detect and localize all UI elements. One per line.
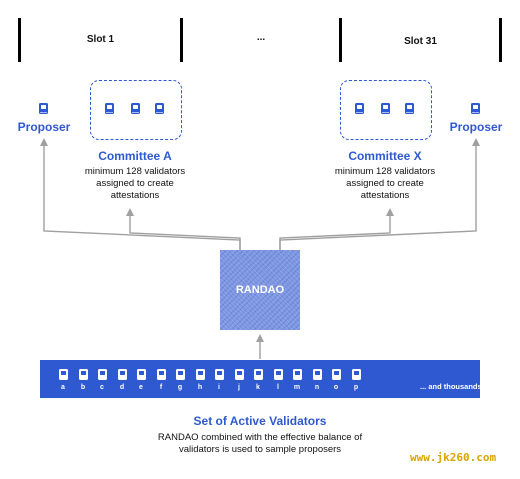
committee-x-validator-icon-2 <box>381 103 390 114</box>
committee-x-validator-icon-1 <box>355 103 364 114</box>
committee-x-description-line: assigned to create <box>346 178 424 189</box>
committee-a-box <box>90 80 182 140</box>
slot-31-right-divider <box>499 18 502 62</box>
validator-icon <box>332 369 341 380</box>
validator-icon <box>79 369 88 380</box>
left-proposer-validator-icon <box>39 103 48 114</box>
validator-label: p <box>353 384 359 391</box>
arrow-to-right-proposer <box>279 138 480 250</box>
arrow-to-committee-a <box>126 208 241 250</box>
validator-label: l <box>277 384 279 391</box>
validator-label: h <box>197 384 203 391</box>
active-validators-title: Set of Active Validators <box>193 414 327 428</box>
slot-31-left-divider <box>339 18 342 62</box>
committee-a-description: minimum 128 validators assigned to creat… <box>65 166 205 202</box>
footer-description-line: RANDAO combined with the effective balan… <box>157 432 363 443</box>
randao-box: RANDAO <box>220 250 300 330</box>
watermark: www.jk260.com <box>410 451 497 464</box>
validator-icon <box>98 369 107 380</box>
right-proposer-validator-icon <box>471 103 480 114</box>
validator-label: e <box>139 384 143 391</box>
validator-label: j <box>238 384 240 391</box>
validator-icon <box>274 369 283 380</box>
slot-31-label: Slot 31 <box>404 36 437 47</box>
validator-label: o <box>333 384 339 391</box>
validator-label: c <box>100 384 104 391</box>
validator-icon <box>176 369 185 380</box>
randao-label: RANDAO <box>235 284 285 296</box>
slot-1-right-divider <box>180 18 183 62</box>
slot-1-label: Slot 1 <box>86 34 115 45</box>
validator-icon <box>137 369 146 380</box>
slot-1-left-divider <box>18 18 21 62</box>
more-validators-text: ... and thousands more <box>420 382 503 391</box>
active-validators-description: RANDAO combined with the effective balan… <box>110 432 410 456</box>
committee-a-validator-icon-3 <box>155 103 164 114</box>
validator-label: k <box>256 384 260 391</box>
committee-a-description-line: assigned to create <box>96 178 174 189</box>
left-proposer-label: Proposer <box>17 120 71 134</box>
validator-label: n <box>314 384 320 391</box>
validator-label: m <box>293 384 301 391</box>
committee-x-description: minimum 128 validators assigned to creat… <box>315 166 455 202</box>
validator-label: b <box>80 384 86 391</box>
validator-label: d <box>119 384 125 391</box>
committee-a-validator-icon-2 <box>131 103 140 114</box>
committee-x-description-line: attestations <box>360 190 410 201</box>
validator-icon <box>118 369 127 380</box>
committee-a-description-line: attestations <box>110 190 160 201</box>
validator-label: g <box>177 384 183 391</box>
committee-a-description-line: minimum 128 validators <box>84 166 186 177</box>
validator-icon <box>196 369 205 380</box>
validator-icon <box>235 369 244 380</box>
validator-icon <box>293 369 302 380</box>
footer-description-line: validators is used to sample proposers <box>178 444 342 455</box>
slot-ellipsis: ... <box>256 32 266 43</box>
committee-x-description-line: minimum 128 validators <box>334 166 436 177</box>
validator-icon <box>254 369 263 380</box>
committee-x-box <box>340 80 432 140</box>
committee-a-validator-icon-1 <box>105 103 114 114</box>
validator-icon <box>352 369 361 380</box>
committee-a-title: Committee A <box>98 149 172 163</box>
active-validators-bar: a b c d e f g h i j k l m n o p ... and thousands more <box>40 360 502 398</box>
validator-label: f <box>159 384 163 391</box>
validator-icon <box>313 369 322 380</box>
validator-label: a <box>61 384 65 391</box>
committee-x-title: Committee X <box>348 149 422 163</box>
validator-icon <box>157 369 166 380</box>
right-proposer-label: Proposer <box>449 120 503 134</box>
arrow-to-committee-x <box>279 208 394 250</box>
committee-x-validator-icon-3 <box>405 103 414 114</box>
validator-label: i <box>218 384 220 391</box>
validator-icon <box>215 369 224 380</box>
validator-icon <box>59 369 68 380</box>
